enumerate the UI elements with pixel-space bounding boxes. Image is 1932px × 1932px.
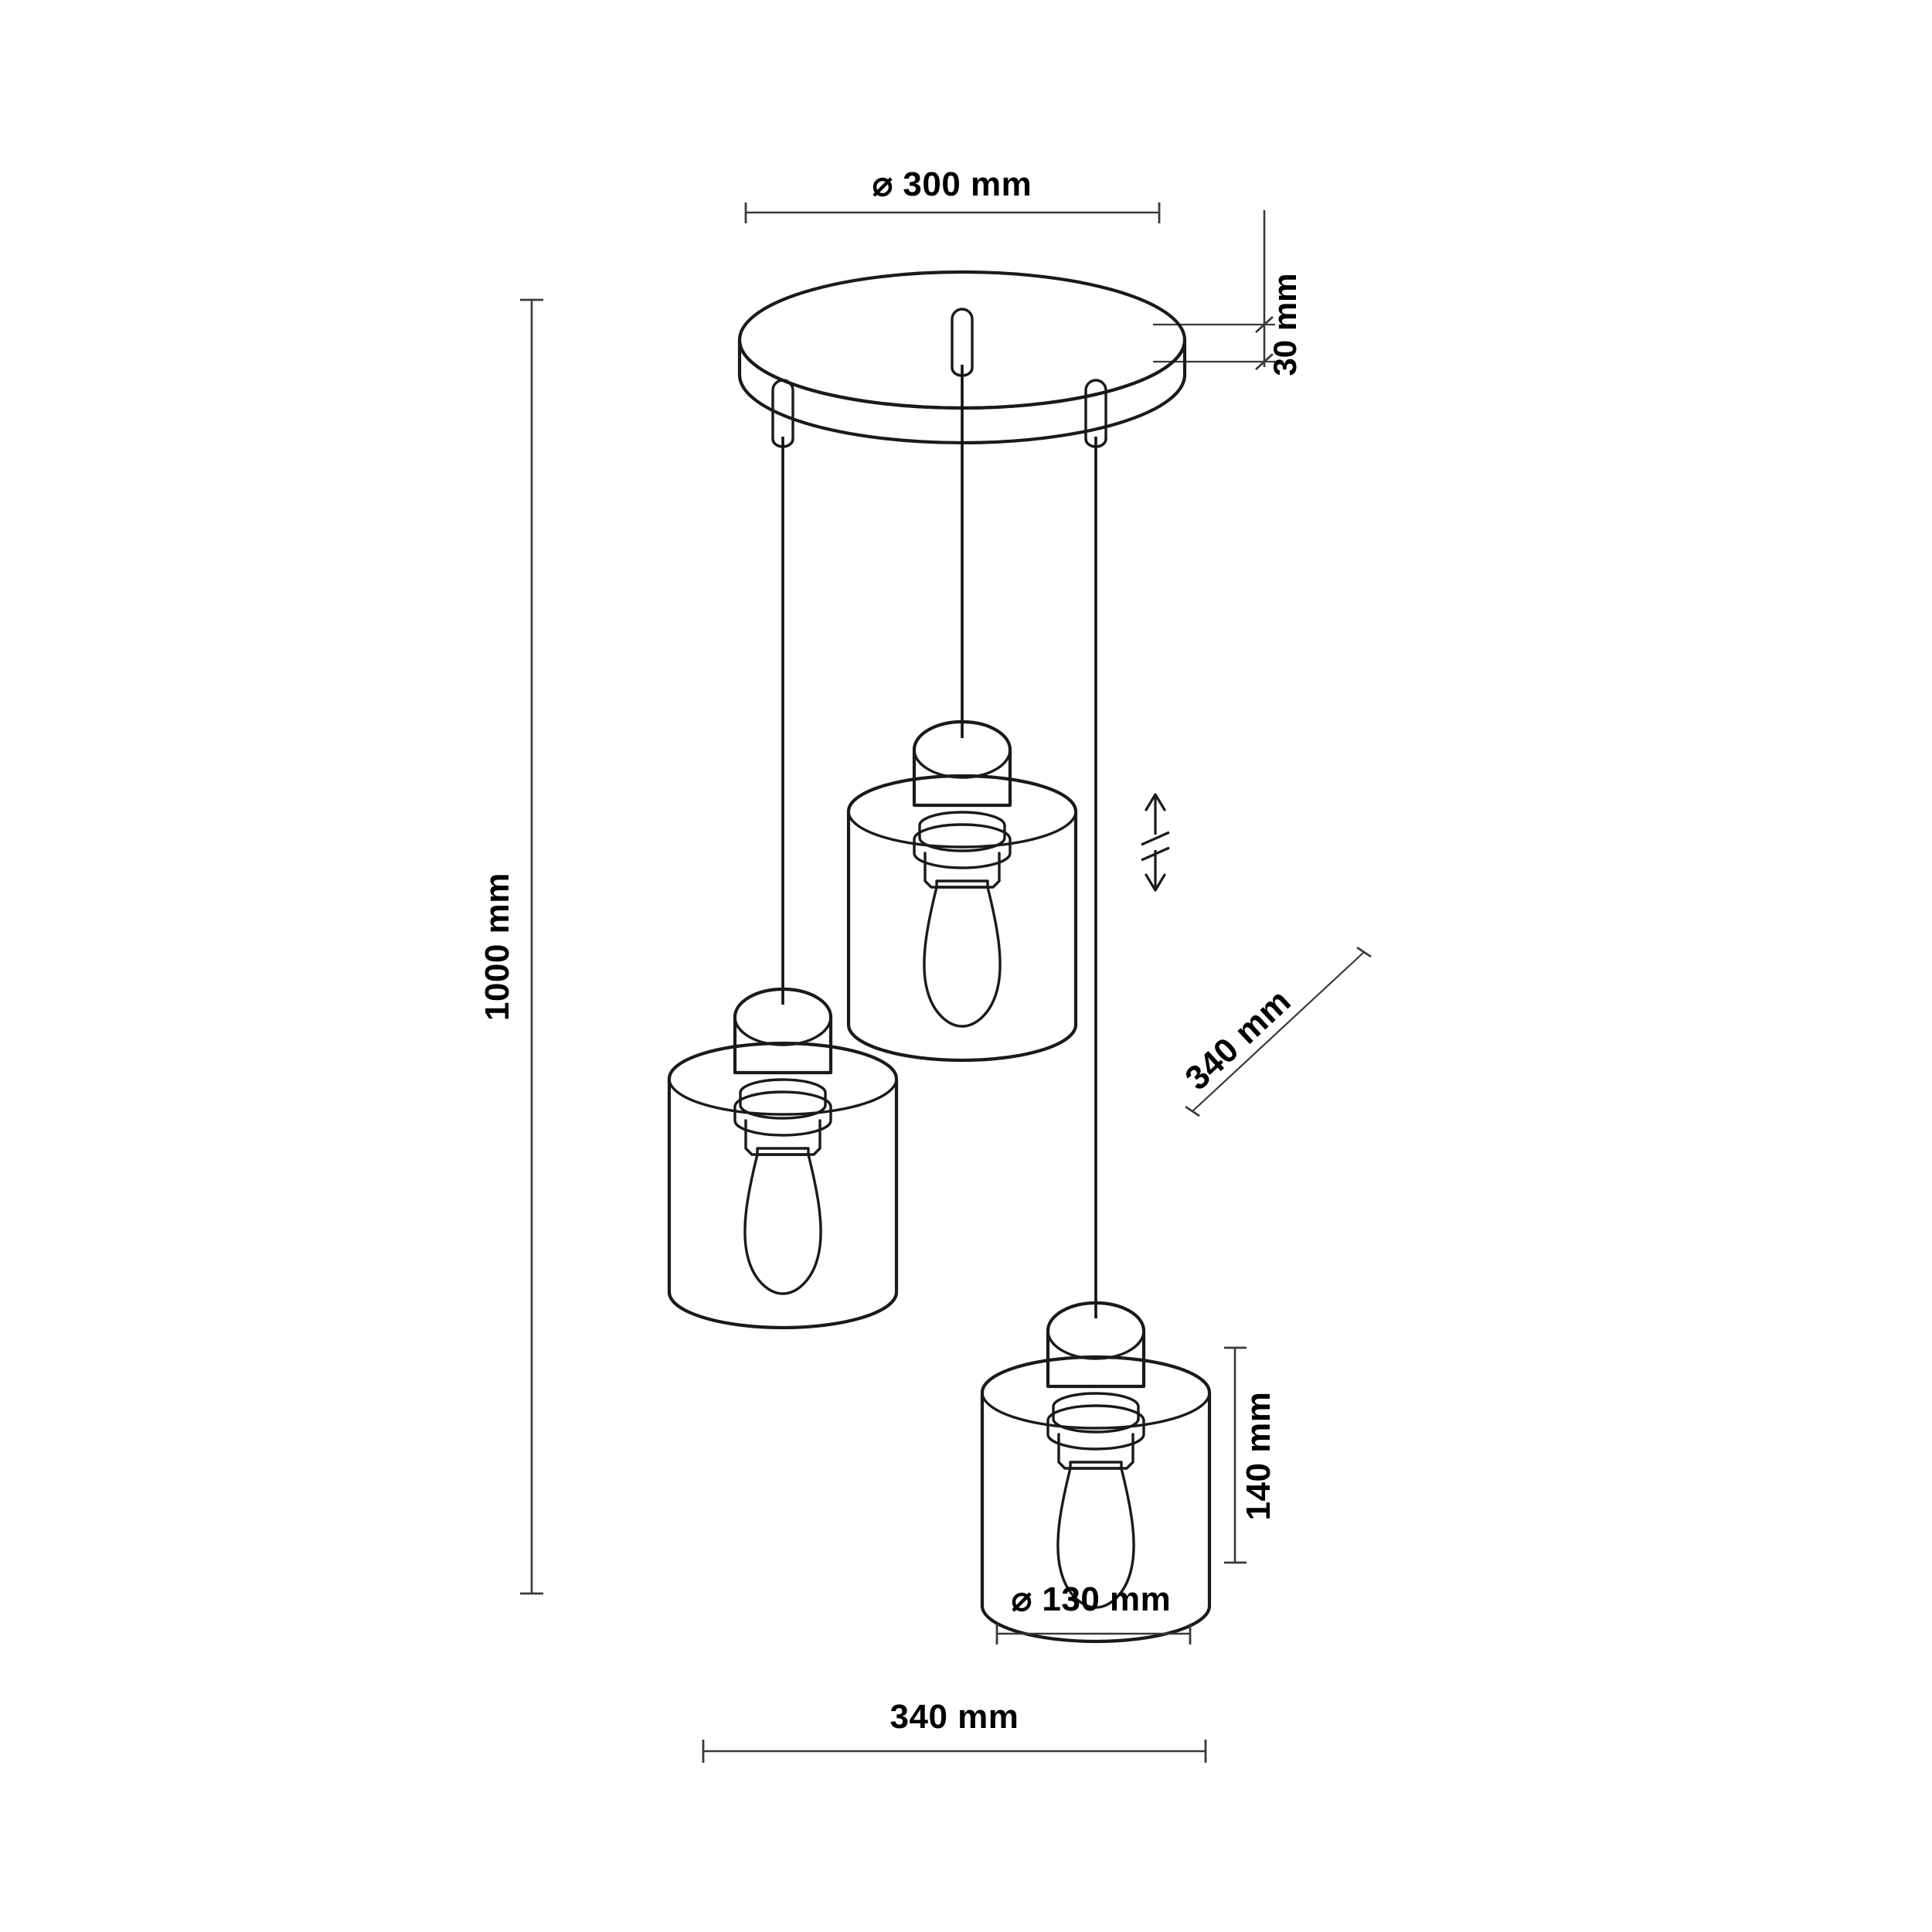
label-shade-diameter: ⌀ 130 mm [1012, 1580, 1172, 1618]
dim-overall-width [702, 1740, 1207, 1763]
dim-canopy-height [1153, 210, 1275, 371]
label-spread-diagonal: 340 mm [1178, 982, 1298, 1098]
dim-shade-height [1224, 1346, 1247, 1564]
label-total-drop: 1000 mm [478, 872, 516, 1021]
label-shade-height: 140 mm [1240, 1392, 1277, 1521]
height-adjustable-symbol [1141, 793, 1170, 892]
pendant-right [980, 1301, 1212, 1644]
dim-shade-diameter [995, 1624, 1192, 1645]
pendant-left [667, 987, 899, 1330]
label-canopy-diameter: ⌀ 300 mm [872, 165, 1032, 203]
label-canopy-height: 30 mm [1267, 273, 1303, 376]
label-overall-width: 340 mm [890, 1698, 1019, 1736]
dim-canopy-diameter [744, 202, 1161, 223]
dim-total-drop [520, 298, 543, 1595]
pendant-middle [846, 719, 1078, 1063]
dim-spread-diagonal [1185, 946, 1372, 1117]
